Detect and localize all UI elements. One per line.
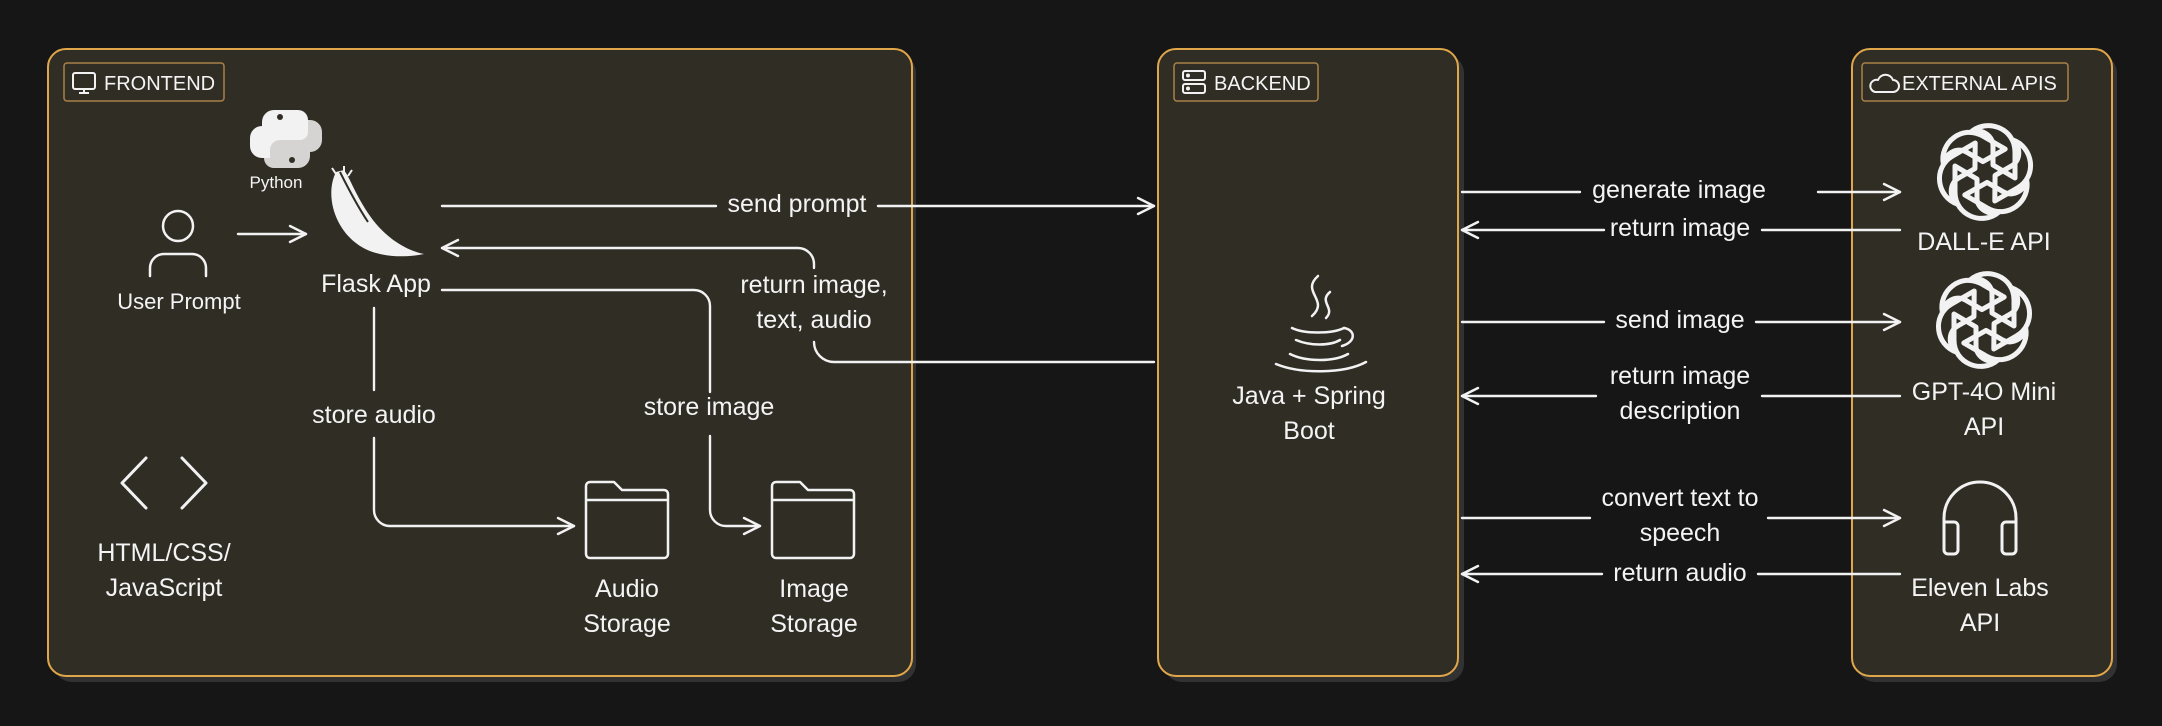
edge-store-image-seg1 (440, 288, 712, 394)
dalle-api-label: DALL-E API (1917, 228, 2050, 256)
send-image-label: send image (1615, 306, 1744, 334)
external-title: EXTERNAL APIS (1902, 73, 2057, 95)
user-prompt-label: User Prompt (117, 289, 240, 314)
image-storage-folder-icon (770, 480, 856, 560)
audio-storage-folder-icon (584, 480, 670, 560)
audio-storage-label-line2: Storage (583, 610, 671, 638)
backend-title: BACKEND (1214, 73, 1311, 95)
monitor-icon (72, 72, 96, 94)
java-spring-label-line1: Java + Spring (1232, 382, 1386, 410)
image-storage-label-line1: Image (779, 575, 848, 603)
external-apis-group: EXTERNAL APIS (1851, 48, 2117, 682)
eleven-labs-label-line1: Eleven Labs (1911, 574, 2049, 602)
frontend-title-badge (63, 62, 225, 102)
convert-text-label-line2: speech (1640, 519, 1721, 547)
return-description-label-line1: return image (1610, 362, 1750, 390)
cloud-icon (1869, 73, 1900, 93)
frontend-title: FRONTEND (104, 73, 215, 95)
backend-group: BACKEND (1157, 48, 1464, 682)
audio-storage-label-line1: Audio (595, 575, 659, 603)
openai-logo-icon (1936, 123, 2034, 221)
edge-store-audio (372, 436, 576, 536)
edge-return-seg1 (812, 340, 1156, 364)
edge-return-to-flask (440, 238, 816, 270)
image-storage-label-line2: Storage (770, 610, 858, 638)
eleven-labs-label-line2: API (1960, 609, 2000, 637)
flask-app-label: Flask App (321, 270, 431, 298)
return-description-label-line2: description (1620, 397, 1741, 425)
store-image-label: store image (644, 393, 775, 421)
return-all-label-line1: return image, (740, 271, 887, 299)
external-title-badge (1861, 62, 2069, 102)
html-css-js-label-line1: HTML/CSS/ (97, 539, 230, 567)
convert-text-label-line1: convert text to (1601, 484, 1758, 512)
gpt-api-label-line1: GPT-4O Mini (1912, 378, 2056, 406)
html-css-js-label-line2: JavaScript (106, 574, 223, 602)
return-audio-label: return audio (1613, 559, 1746, 587)
python-label: Python (250, 173, 303, 192)
gpt-api-label-line2: API (1964, 413, 2004, 441)
python-logo-icon (250, 110, 322, 168)
generate-image-label: generate image (1592, 176, 1766, 204)
server-icon (1182, 70, 1206, 94)
send-prompt-label: send prompt (728, 190, 867, 218)
return-image-label: return image (1610, 214, 1750, 242)
headphones-icon (1942, 480, 2018, 556)
openai-logo-icon (1935, 271, 2033, 369)
flask-logo-icon (331, 166, 424, 257)
edge-store-image (708, 434, 762, 536)
user-icon (148, 209, 208, 278)
java-spring-label-line2: Boot (1283, 417, 1334, 445)
return-all-label-line2: text, audio (756, 306, 871, 334)
code-brackets-icon (120, 456, 208, 510)
backend-title-badge (1173, 62, 1319, 102)
java-logo-icon (1274, 274, 1368, 373)
store-audio-label: store audio (312, 401, 436, 429)
